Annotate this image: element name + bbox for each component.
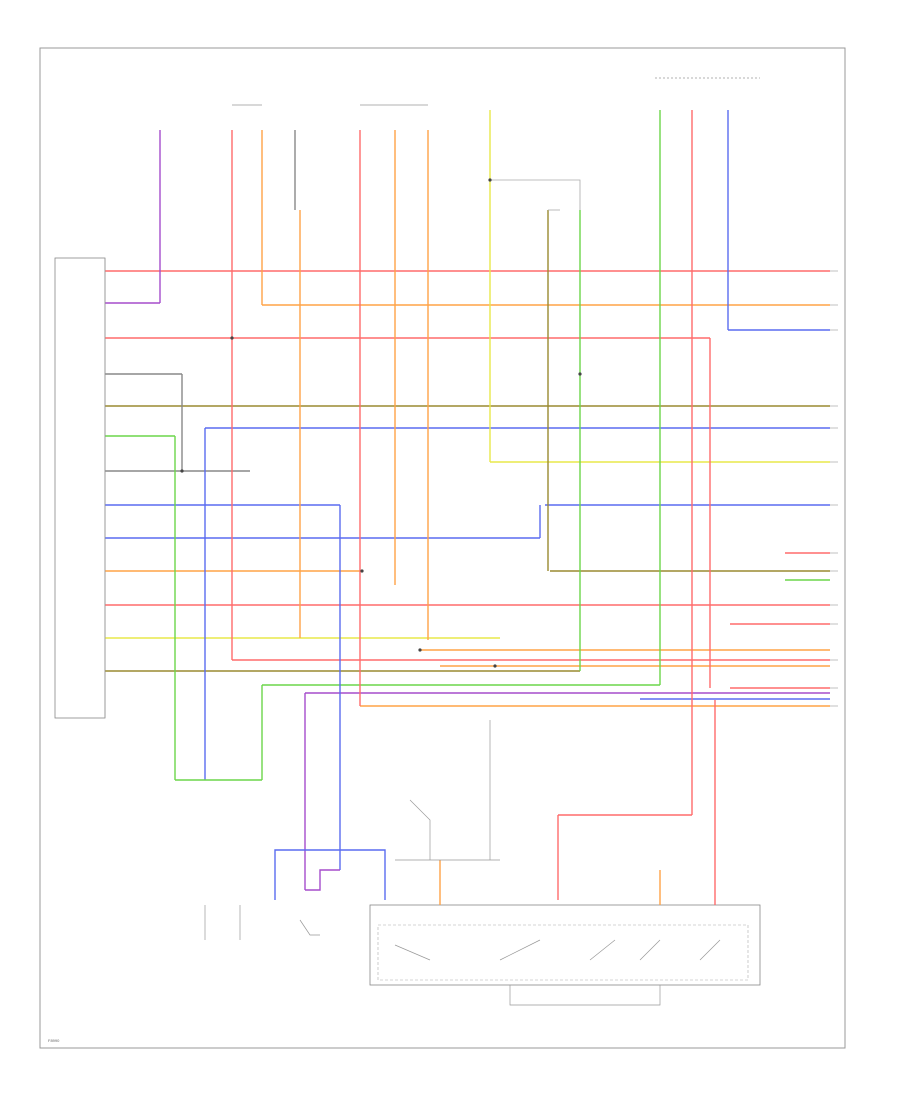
- splice-dot: [418, 648, 422, 652]
- splice-dot: [488, 178, 492, 182]
- assembly-switch-1: [394, 944, 431, 961]
- assembly-switch-5: [699, 939, 721, 961]
- right-terminals: [830, 270, 838, 707]
- assembly-switch-4: [639, 939, 661, 961]
- assembly-switch-3: [589, 939, 616, 961]
- wire-blue-loop: [274, 849, 386, 900]
- splice-dots: [180, 178, 582, 668]
- switch-contact: [409, 799, 431, 860]
- splice-dot: [360, 569, 364, 573]
- control-module-box: [54, 257, 106, 719]
- ground-switch: [299, 919, 320, 936]
- thin-lines: [104, 77, 760, 1006]
- splice-dot: [578, 372, 582, 376]
- splice-dot: [493, 664, 497, 668]
- splice-dot: [180, 469, 184, 473]
- wire-purple-link: [305, 869, 340, 891]
- horizontal-wires: [105, 270, 830, 707]
- connector-segments: [175, 179, 692, 900]
- switch-assembly-box: [369, 904, 761, 986]
- wire-gray-link: [490, 179, 581, 210]
- switch-inner-box: [377, 924, 749, 981]
- assembly-switch-2: [499, 939, 541, 961]
- vertical-wires: [159, 110, 729, 905]
- splice-dot: [230, 336, 234, 340]
- assembly-lead: [509, 985, 661, 1006]
- page-reference: F8990: [48, 1038, 60, 1043]
- page-frame: [39, 47, 846, 1049]
